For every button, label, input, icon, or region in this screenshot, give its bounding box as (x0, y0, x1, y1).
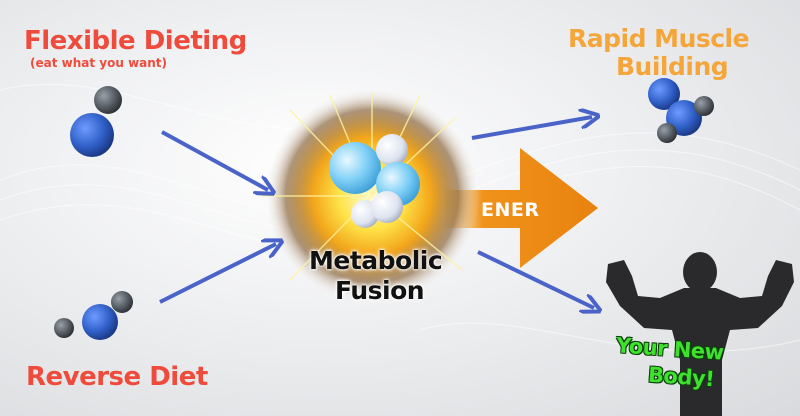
reverse-diet-label: Reverse Diet (26, 362, 208, 392)
rapid-muscle-label-line2: Building (616, 52, 729, 81)
arrow-flexible-to-fusion (161, 130, 268, 190)
metabolic-fusion-label-line2: Fusion (335, 276, 425, 305)
bodybuilder-silhouette-icon (606, 252, 794, 416)
molecule-icon (54, 291, 133, 340)
metabolic-fusion-label-line1: Metabolic (309, 246, 443, 275)
fusion-burst-icon (262, 88, 480, 304)
new-body-label-line2: Body! (647, 362, 715, 392)
input-arrows (159, 117, 594, 308)
rapid-muscle-label-line1: Rapid Muscle (568, 24, 750, 53)
molecule-icon (70, 86, 122, 157)
arrow-fusion-to-body (477, 250, 594, 308)
arrow-reverse-to-fusion (159, 244, 276, 304)
energy-label: ENER (481, 199, 540, 221)
molecule-icon (648, 78, 714, 143)
energy-arrow-icon (445, 148, 598, 268)
flexible-dieting-label: Flexible Dieting (24, 26, 247, 56)
flexible-dieting-subtitle: (eat what you want) (30, 56, 168, 70)
arrow-fusion-to-muscle (471, 117, 592, 140)
